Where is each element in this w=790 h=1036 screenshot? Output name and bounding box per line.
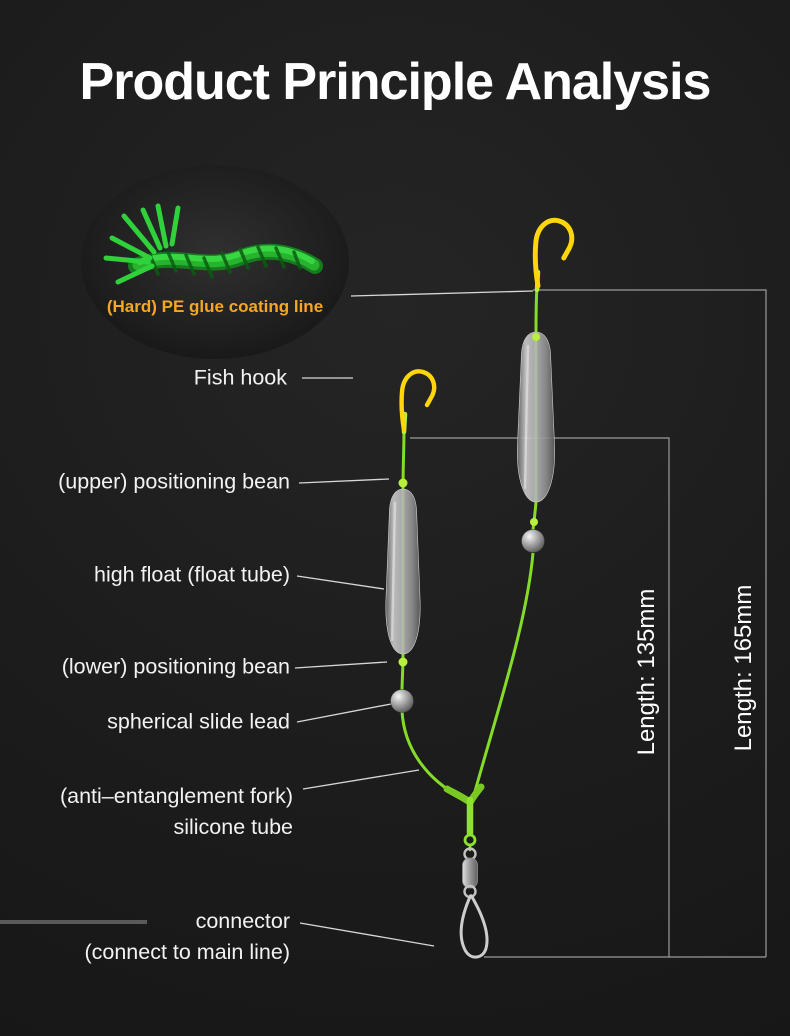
label-high-float-tube: high float (float tube) bbox=[93, 562, 290, 587]
positioning-bean-long-lower bbox=[530, 518, 538, 526]
pointer-pe-line bbox=[350, 290, 534, 297]
positioning-bean-short-upper bbox=[398, 478, 408, 488]
slide-lead-sphere-long bbox=[521, 529, 545, 553]
rig-short bbox=[385, 371, 463, 800]
float-tube-long bbox=[517, 331, 555, 503]
slide-lead-sphere-short bbox=[390, 689, 414, 713]
rig-short-line-lower bbox=[400, 710, 463, 800]
braided-line-graphic bbox=[103, 203, 323, 285]
label-anti-entanglement-fork: (anti–entanglement fork) silicone tube bbox=[60, 781, 293, 843]
positioning-bean-short-lower bbox=[398, 657, 408, 667]
line-knot-loop bbox=[463, 833, 477, 847]
float-tube-long-highlight bbox=[523, 344, 530, 490]
label-upper-positioning-bean: (upper) positioning bean bbox=[58, 469, 290, 494]
measurement-brackets bbox=[410, 289, 767, 958]
float-tube-short bbox=[385, 488, 421, 655]
snap-clip bbox=[459, 894, 489, 959]
pointer-fork bbox=[302, 769, 420, 790]
measurement-label-165: Length: 165mm bbox=[730, 584, 757, 752]
inset-caption: (Hard) PE glue coating line bbox=[106, 297, 324, 316]
label-spherical-slide-lead: spherical slide lead bbox=[107, 709, 290, 734]
pointer-upper-bean bbox=[298, 478, 390, 484]
label-connector-line1: connector bbox=[195, 908, 290, 933]
measurement-165-bracket bbox=[533, 289, 767, 957]
label-fork-line1: (anti–entanglement fork) bbox=[59, 783, 293, 808]
label-connector-line2: (connect to main line) bbox=[84, 940, 290, 964]
label-fish-hook: Fish hook bbox=[193, 365, 287, 390]
pointer-lower-bean bbox=[294, 661, 388, 669]
measurement-label-135: Length: 135mm bbox=[633, 588, 660, 756]
fish-hook-icon-long bbox=[535, 220, 571, 286]
swivel-connector bbox=[459, 847, 489, 959]
label-fork-line2: silicone tube bbox=[173, 815, 293, 839]
pointer-slide-lead bbox=[296, 703, 392, 723]
pointer-lines bbox=[294, 290, 534, 947]
label-lower-positioning-bean: (lower) positioning bean bbox=[61, 654, 290, 679]
page-title: Product Principle Analysis bbox=[79, 53, 712, 111]
float-tube-short-highlight bbox=[390, 501, 397, 642]
pointer-connector bbox=[299, 922, 435, 947]
inset-ellipse bbox=[81, 165, 349, 359]
pointer-float-tube bbox=[296, 575, 385, 590]
fork-silicone-tube bbox=[443, 783, 485, 852]
rig-long-line-lower bbox=[472, 552, 535, 796]
measurement-135-bracket bbox=[410, 437, 670, 957]
label-connector: connector (connect to main line) bbox=[84, 906, 290, 968]
rig-long bbox=[472, 220, 572, 796]
swivel-barrel bbox=[462, 857, 478, 889]
positioning-bean-long-upper bbox=[532, 333, 540, 341]
